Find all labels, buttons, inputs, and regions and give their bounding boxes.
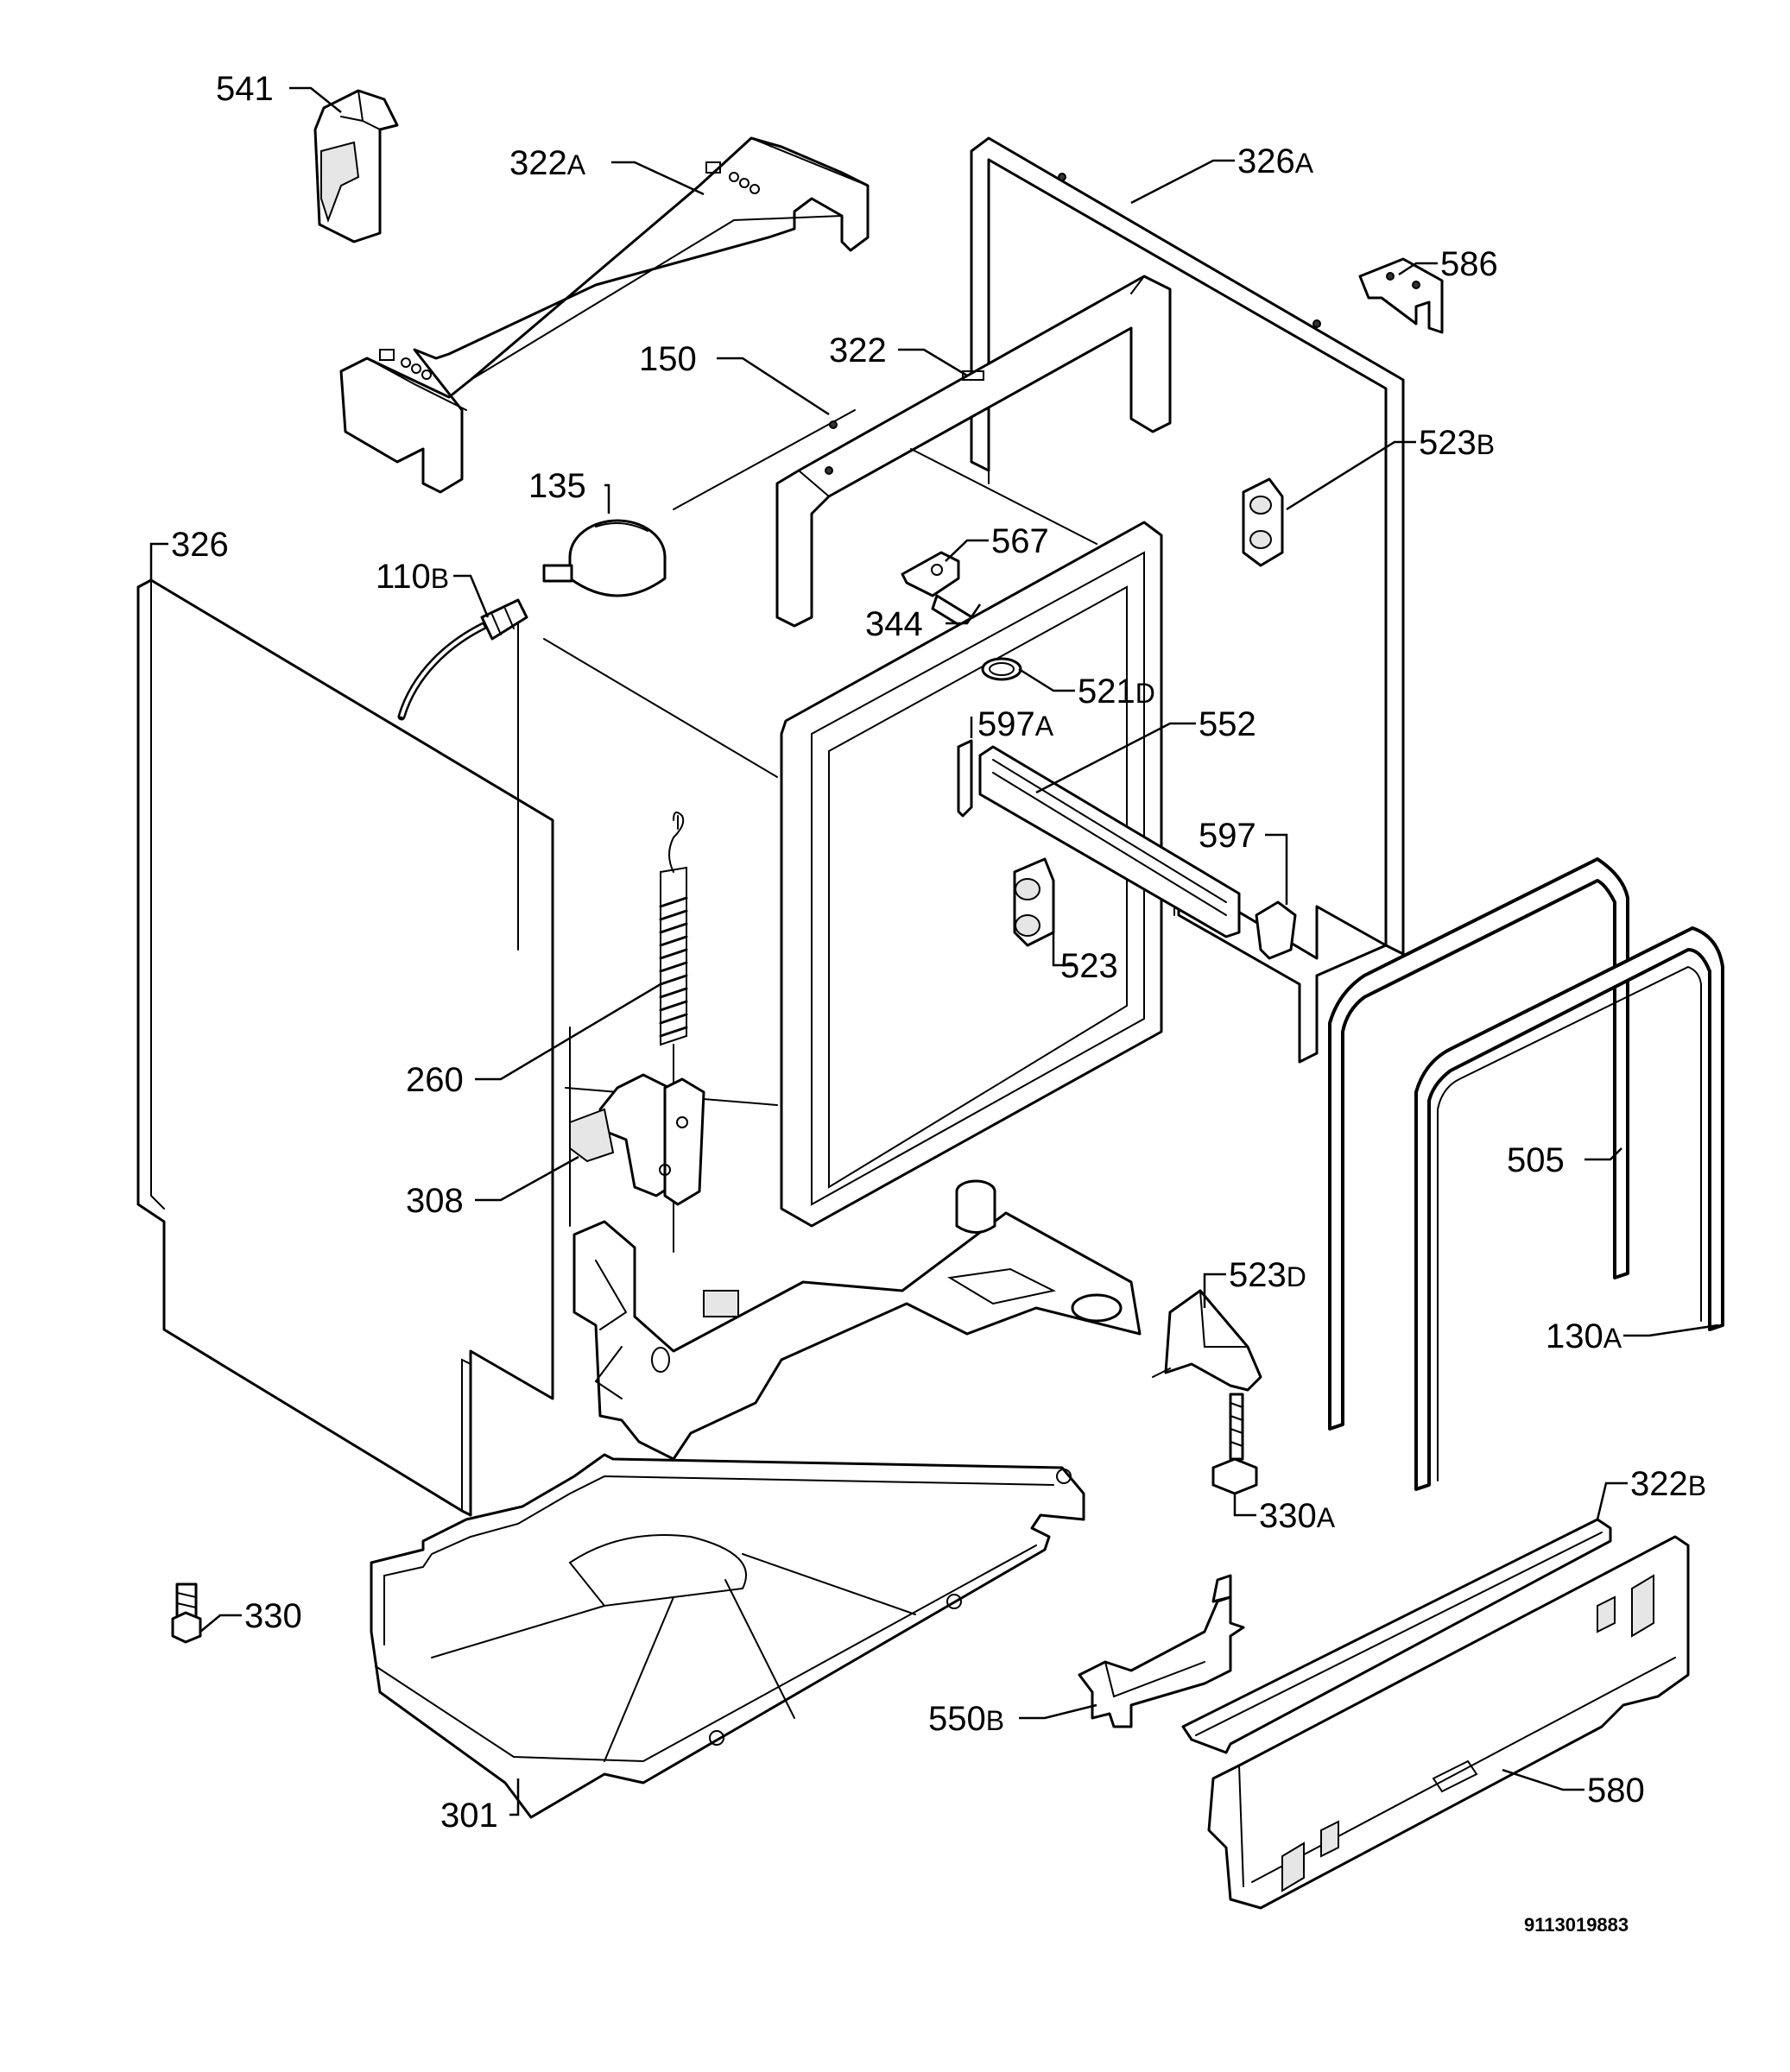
callout-308: 308 xyxy=(406,1182,464,1220)
part-597a-end-cap xyxy=(957,739,973,818)
callout-110b: 110B xyxy=(376,558,449,596)
part-521d-ring xyxy=(981,657,1022,681)
part-322-top-frame xyxy=(775,275,1172,628)
part-523b-grommet xyxy=(1242,477,1284,567)
callout-322: 322 xyxy=(829,332,887,370)
callout-326: 326 xyxy=(171,526,229,564)
callout-523: 523 xyxy=(1060,947,1118,985)
callout-344: 344 xyxy=(865,605,923,643)
part-base-frame xyxy=(572,1179,1142,1461)
part-586-bracket xyxy=(1358,257,1444,334)
callout-597: 597 xyxy=(1199,817,1256,855)
callout-150: 150 xyxy=(639,340,697,378)
part-505-door-seal xyxy=(1328,857,1629,1431)
part-322a-top-rail xyxy=(339,136,870,494)
callout-326a: 326A xyxy=(1237,142,1314,180)
callout-330: 330 xyxy=(244,1597,302,1635)
callout-330a: 330A xyxy=(1259,1497,1336,1535)
part-523-grommet xyxy=(1013,857,1055,947)
callout-521d: 521D xyxy=(1078,673,1155,711)
part-567-bracket xyxy=(901,551,960,597)
callout-541: 541 xyxy=(216,70,274,108)
callout-586: 586 xyxy=(1440,245,1498,283)
part-326-side-panel xyxy=(136,578,554,1517)
part-tub-front-frame xyxy=(780,521,1163,1228)
callout-322b: 322B xyxy=(1630,1465,1706,1503)
callout-260: 260 xyxy=(406,1061,464,1099)
callout-523b: 523B xyxy=(1419,424,1495,462)
part-330a-foot xyxy=(1211,1393,1258,1495)
part-322b-rail xyxy=(1181,1518,1612,1754)
callout-552: 552 xyxy=(1199,705,1256,743)
callout-322a: 322A xyxy=(509,144,586,182)
callout-301: 301 xyxy=(440,1797,498,1835)
part-580-rail xyxy=(1207,1535,1690,1910)
leader-lines xyxy=(149,86,1719,1816)
callout-130a: 130A xyxy=(1546,1317,1622,1355)
part-541-clip xyxy=(313,89,399,243)
document-number: 9113019883 xyxy=(1524,1914,1629,1936)
part-330-screw xyxy=(171,1582,202,1644)
part-135-cap xyxy=(542,519,667,597)
part-552-rail xyxy=(978,745,1241,938)
part-308-hinge xyxy=(569,1073,705,1206)
part-130a-door-seal xyxy=(1414,926,1724,1491)
callout-135: 135 xyxy=(528,467,586,505)
part-550b-bracket xyxy=(1078,1574,1245,1728)
part-260-spring xyxy=(659,812,688,1084)
part-301-base-pan xyxy=(370,1453,1085,1819)
callout-580: 580 xyxy=(1587,1772,1645,1810)
callout-550b: 550B xyxy=(928,1700,1004,1738)
callout-labels: 541 322A 326A 586 150 322 523B 135 567 3… xyxy=(171,70,1706,1936)
callout-505: 505 xyxy=(1507,1141,1565,1179)
part-597-end-cap xyxy=(1255,900,1297,960)
part-110b-hose xyxy=(397,598,528,721)
callout-567: 567 xyxy=(991,522,1049,560)
callout-597a: 597A xyxy=(977,705,1054,743)
part-523d-funnel xyxy=(1152,1289,1262,1392)
callout-523d: 523D xyxy=(1229,1256,1306,1294)
